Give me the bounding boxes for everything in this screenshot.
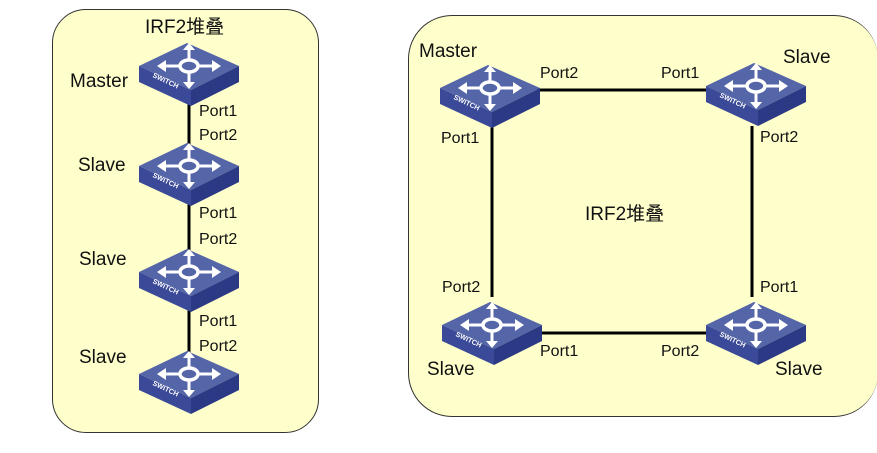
chain-device-1-port1: Port1: [199, 103, 238, 120]
ring-device-br-role: Slave: [775, 359, 823, 380]
chain-device-1-role: Master: [70, 71, 129, 92]
chain-device-2-port1: Port1: [199, 205, 238, 222]
chain-device-4-port2: Port2: [199, 338, 238, 355]
ring-device-tl-port1: Port1: [441, 130, 480, 147]
ring-device-tl-role: Master: [419, 41, 478, 62]
ring-stack-title: IRF2堆叠: [585, 204, 665, 225]
switch-icon[interactable]: SWITCH: [139, 138, 239, 208]
switch-graphic: SWITCH: [706, 63, 806, 126]
switch-icon[interactable]: SWITCH: [139, 346, 239, 416]
ring-device-tr-role: Slave: [783, 47, 831, 68]
chain-device-4-role: Slave: [79, 347, 127, 368]
switch-icon[interactable]: SWITCH: [139, 38, 239, 108]
ring-device-br-port1: Port1: [760, 279, 799, 296]
chain-device-3-role: Slave: [79, 249, 127, 270]
switch-graphic: SWITCH: [139, 351, 239, 414]
switch-graphic: SWITCH: [139, 43, 239, 106]
ring-device-tl-port2: Port2: [540, 65, 579, 82]
chain-device-3-port2: Port2: [199, 231, 238, 248]
chain-device-2-role: Slave: [78, 155, 126, 176]
switch-graphic: SWITCH: [442, 302, 542, 365]
switch-icon[interactable]: SWITCH: [706, 297, 806, 367]
ring-device-bl-role: Slave: [427, 359, 475, 380]
chain-stack-title: IRF2堆叠: [145, 17, 225, 38]
switch-graphic: SWITCH: [706, 302, 806, 365]
chain-device-3-port1: Port1: [199, 313, 238, 330]
switch-graphic: SWITCH: [440, 65, 540, 128]
ring-device-bl-port1: Port1: [540, 343, 579, 360]
ring-device-br-port2: Port2: [661, 343, 700, 360]
ring-device-tr-port2: Port2: [760, 129, 799, 146]
switch-icon[interactable]: SWITCH: [440, 60, 540, 130]
switch-graphic: SWITCH: [139, 143, 239, 206]
switch-icon[interactable]: SWITCH: [706, 58, 806, 128]
ring-device-tr-port1: Port1: [661, 65, 700, 82]
switch-icon[interactable]: SWITCH: [442, 297, 542, 367]
chain-device-2-port2: Port2: [199, 127, 238, 144]
ring-device-bl-port2: Port2: [442, 279, 481, 296]
switch-icon[interactable]: SWITCH: [139, 244, 239, 314]
switch-graphic: SWITCH: [139, 249, 239, 312]
